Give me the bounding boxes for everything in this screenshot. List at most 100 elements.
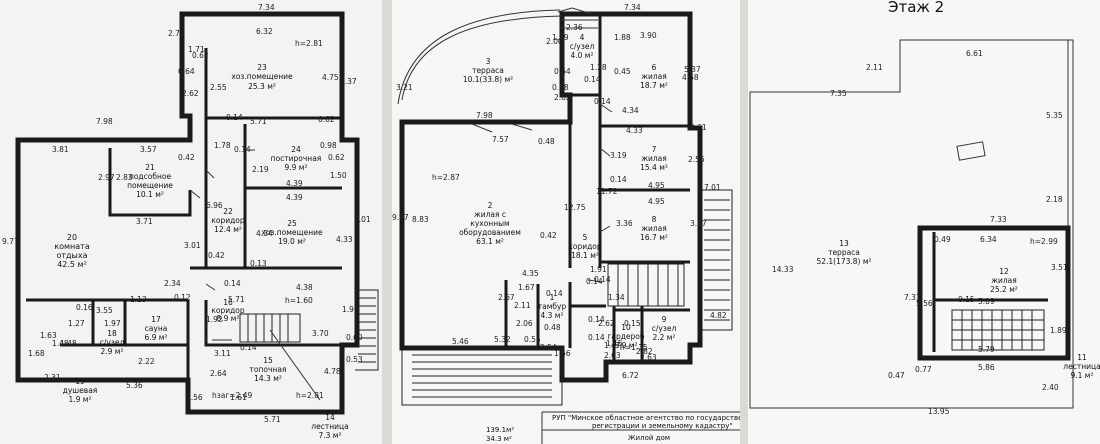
dimension-label: 2.11 [866,63,883,72]
dimension-label: 2.62 [554,93,571,102]
svg-text:4: 4 [580,33,585,42]
svg-text:отдыха: отдыха [56,251,87,260]
dimension-label: 0.48 [552,83,569,92]
dimension-label: 0.14 [226,113,243,122]
dimension-label: 2.83 [116,173,133,182]
dimension-label: 0.49 [934,235,951,244]
dimension-label: 1.69 [552,33,569,42]
svg-text:терраса: терраса [828,248,860,257]
dimension-label: 4.75 [322,73,339,82]
svg-text:жилая: жилая [641,72,667,81]
dimension-label: 4.38 [296,283,313,292]
dimension-label: 1.67 [518,283,535,292]
svg-text:21: 21 [145,163,155,172]
sheet-title: Этаж 2 [888,0,944,16]
svg-text:жилая: жилая [641,224,667,233]
svg-text:24: 24 [291,145,301,154]
dimension-label: 8.83 [412,215,429,224]
dimension-label: 0.53 [346,355,363,364]
dimension-label: 5.56 [916,299,933,308]
dimension-label: 3.11 [214,349,231,358]
dimension-label: 2.55 [688,155,705,164]
svg-text:лестница: лестница [311,422,348,431]
dimension-label: 0.42 [540,231,557,240]
dimension-label: 5.86 [978,363,995,372]
dimension-label: 7.98 [96,117,113,126]
dimension-label: 7.33 [990,215,1007,224]
svg-text:2.2 м²: 2.2 м² [653,333,676,342]
dimension-label: 9.77 [2,237,19,246]
dimension-label: 7.35 [830,89,847,98]
interior-walls [504,14,690,362]
dimension-label: 0.62 [318,115,335,124]
dimension-label: 0.14 [240,343,257,352]
dimension-label: 0.55 [524,335,541,344]
dimension-label: 3.70 [312,329,329,338]
svg-text:10.1 м²: 10.1 м² [136,190,164,199]
dimension-label: 0.15 [624,319,641,328]
dimension-label: 5.71 [228,295,245,304]
svg-text:13: 13 [839,239,849,248]
svg-text:7: 7 [652,145,657,154]
svg-text:25: 25 [287,219,297,228]
dimension-label: 3.57 [140,145,157,154]
door-marks [471,103,613,283]
dimension-label: 4.58 [682,73,699,82]
room-label-9: 9 с/узел 2.2 м² [652,315,677,342]
svg-text:25.2 м²: 25.2 м² [990,285,1018,294]
dimension-label: 0.62 [192,51,209,60]
dimension-label: 0.64 [554,67,571,76]
dimension-label: 0.98 [320,141,337,150]
dimension-label: 1.97 [104,319,121,328]
svg-text:7.3 м²: 7.3 м² [319,431,342,440]
dimension-label: 4.95 [648,181,665,190]
dimension-label: 1.47 [604,341,621,350]
dimension-label: 1.88 [614,33,631,42]
plan-sheet-basement: 23 хоз.помещение 25.3 м² 21 подсобное по… [0,0,382,444]
dimension-label: 6.34 [980,235,997,244]
dimension-label: 4.39 [286,179,303,188]
dimension-label: 1.63 [40,331,57,340]
room-label-22: 22 коридор 12.4 м² [211,207,245,234]
dimension-label: 4.34 [256,229,273,238]
dimension-label: 3.55 [96,306,113,315]
dimension-label: 6.96 [206,201,223,210]
dimension-label: 4.39 [286,193,303,202]
svg-text:коридор: коридор [568,242,602,251]
door-marks [189,149,255,341]
dimension-label: 7.01 [704,183,721,192]
dimension-label: 3.51 [1051,263,1068,272]
svg-text:душевая: душевая [63,386,98,395]
dimension-label: 0.62 [328,153,345,162]
svg-text:9.9 м²: 9.9 м² [285,163,308,172]
dimension-label: 1.92 [206,315,223,324]
svg-text:4.3 м²: 4.3 м² [541,311,564,320]
dimension-label: 7.01 [354,215,371,224]
dimension-label: 2.18 [1046,195,1063,204]
dimension-label: 3.81 [52,145,69,154]
svg-text:коридор: коридор [211,216,245,225]
svg-text:топочная: топочная [250,365,287,374]
room-label-11: 11 лестница 9.1 м² [1063,353,1100,380]
dimension-label: 2.40 [1042,383,1059,392]
sheet-gap [740,0,748,444]
dimension-label: 2.67 [498,293,515,302]
dimension-label: 2.70 [168,29,185,38]
room-label-15: 15 топочная 14.3 м² [250,356,287,383]
svg-text:жилая: жилая [991,276,1017,285]
agency-line-2: регистрации и земельному кадастру" [592,422,733,430]
dimension-label: 0.14 [594,97,611,106]
svg-text:19: 19 [75,377,85,386]
dimension-label: 1.15 [606,339,623,348]
svg-text:12.4 м²: 12.4 м² [214,225,242,234]
dimension-label: 2.31 [44,373,61,382]
svg-text:с/узел: с/узел [100,338,125,347]
dimension-label: 5.36 [126,381,143,390]
svg-text:8.9 м²: 8.9 м² [217,314,240,323]
height-mark-bottom: h=2.81 [296,391,324,400]
svg-text:2.9 м²: 2.9 м² [101,347,124,356]
